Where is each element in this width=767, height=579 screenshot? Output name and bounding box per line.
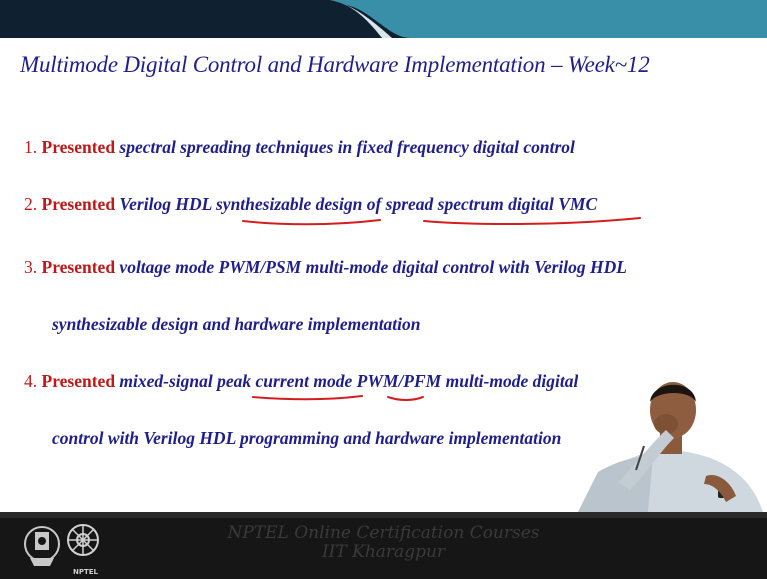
item-text: spectral spreading techniques in fixed f… — [119, 137, 575, 157]
underline-mark — [423, 217, 641, 226]
iit-logo-icon — [24, 526, 60, 566]
presenter-figure — [578, 372, 767, 512]
top-banner — [0, 0, 767, 38]
item-text: voltage mode PWM/PSM multi-mode digital … — [119, 257, 627, 277]
item-text: mixed-signal peak current mode PWM/PFM m… — [119, 371, 579, 391]
list-item: 4. Presented mixed-signal peak current m… — [24, 371, 578, 392]
underline-mark — [387, 396, 424, 401]
item-keyword: Presented — [41, 371, 116, 391]
list-item: 2. Presented Verilog HDL synthesizable d… — [24, 194, 597, 215]
list-item: 3. Presented voltage mode PWM/PSM multi-… — [24, 257, 627, 278]
item-number: 3. — [24, 257, 38, 277]
footer-institute-line: IIT Kharagpur — [321, 542, 446, 562]
footer-course-line: NPTEL Online Certification Courses — [227, 523, 540, 543]
slide-title: Multimode Digital Control and Hardware I… — [20, 52, 650, 77]
underline-mark — [252, 395, 363, 401]
nptel-logo-icon — [67, 524, 99, 556]
item-number: 4. — [24, 371, 38, 391]
list-item: 1. Presented spectral spreading techniqu… — [24, 137, 575, 158]
nptel-logo-label: NPTEL — [73, 568, 99, 576]
presenter-video — [578, 372, 767, 512]
item-keyword: Presented — [41, 194, 116, 214]
item-number: 1. — [24, 137, 38, 157]
footer-stripe — [0, 512, 767, 518]
underline-mark — [242, 219, 381, 226]
item-continuation: synthesizable design and hardware implem… — [52, 314, 421, 334]
item-number: 2. — [24, 194, 38, 214]
item-keyword: Presented — [41, 137, 116, 157]
item-text: Verilog HDL synthesizable design of spre… — [119, 194, 598, 214]
item-continuation: control with Verilog HDL programming and… — [52, 428, 562, 448]
footer-bar: NPTEL NPTEL Online Certification Courses… — [0, 512, 767, 579]
item-keyword: Presented — [41, 257, 116, 277]
